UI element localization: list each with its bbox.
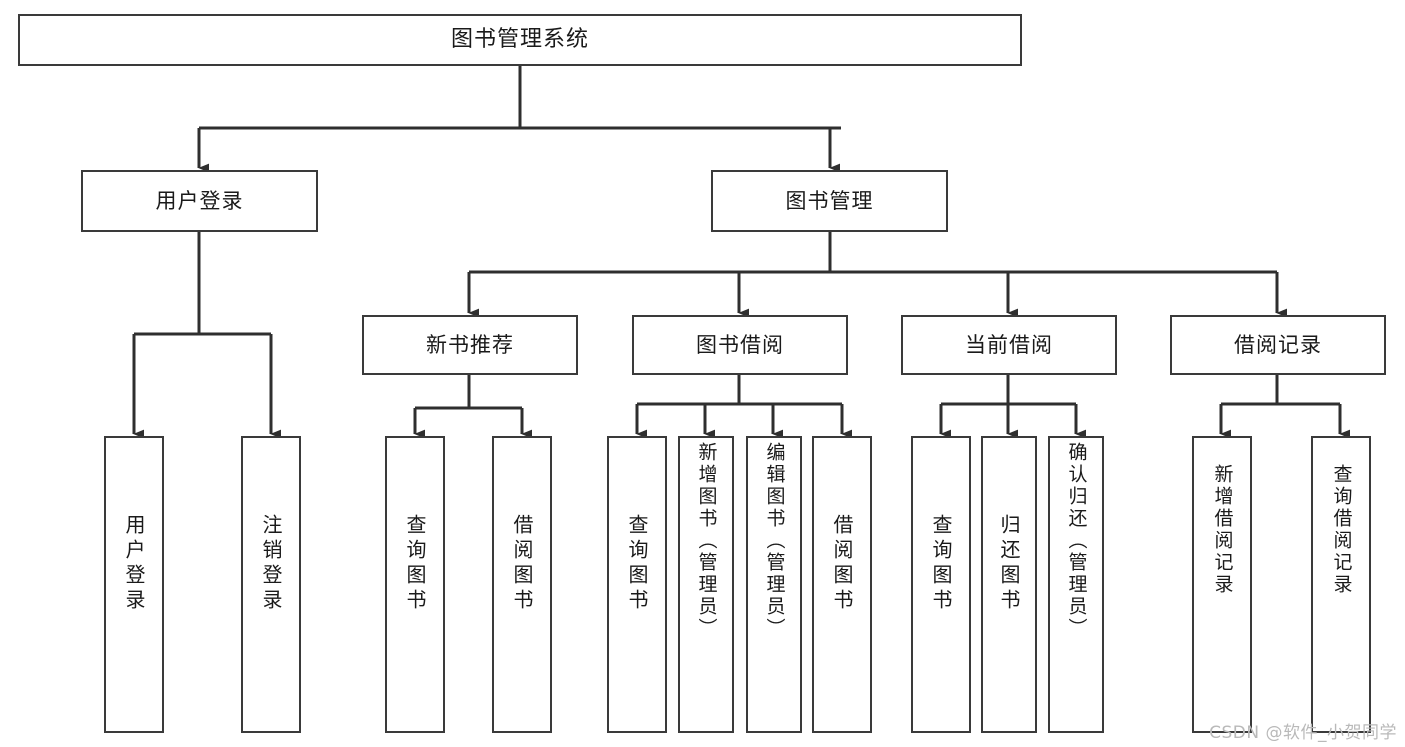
node-label: 编辑图书（管理员） — [763, 442, 786, 640]
node-label: 用户登录 — [122, 514, 146, 614]
node-label: 图书管理 — [785, 188, 874, 213]
node-user-login[interactable]: 用户登录 — [81, 170, 318, 232]
node-label: 归还图书 — [997, 514, 1021, 614]
node-label: 借阅图书 — [510, 514, 534, 614]
node-book-borrowing[interactable]: 图书借阅 — [632, 315, 848, 375]
leaf-query-book-new-book[interactable]: 查询图书 — [385, 436, 445, 733]
node-label: 查询借阅记录 — [1330, 464, 1353, 596]
node-new-book-recommendation[interactable]: 新书推荐 — [362, 315, 578, 375]
leaf-borrow-book-borrowing[interactable]: 借阅图书 — [812, 436, 872, 733]
node-root-book-management-system[interactable]: 图书管理系统 — [18, 14, 1022, 66]
node-label: 图书管理系统 — [450, 27, 589, 53]
node-label: 借阅图书 — [830, 514, 854, 614]
node-label: 确认归还（管理员） — [1065, 442, 1088, 640]
node-label: 查询图书 — [625, 514, 649, 614]
node-current-borrowing[interactable]: 当前借阅 — [901, 315, 1117, 375]
node-label: 用户登录 — [155, 188, 244, 213]
node-label: 查询图书 — [403, 514, 427, 614]
leaf-edit-book-admin[interactable]: 编辑图书（管理员） — [746, 436, 802, 733]
leaf-borrow-book-new-book[interactable]: 借阅图书 — [492, 436, 552, 733]
node-label: 当前借阅 — [965, 332, 1053, 357]
leaf-query-book-borrowing[interactable]: 查询图书 — [607, 436, 667, 733]
watermark-text: CSDN @软件_小贺同学 — [1209, 723, 1397, 743]
node-label: 新增图书（管理员） — [695, 442, 718, 640]
leaf-add-book-admin[interactable]: 新增图书（管理员） — [678, 436, 734, 733]
node-label: 查询图书 — [929, 514, 953, 614]
node-label: 新增借阅记录 — [1211, 464, 1234, 596]
node-label: 图书借阅 — [696, 332, 784, 357]
leaf-user-login[interactable]: 用户登录 — [104, 436, 164, 733]
node-label: 注销登录 — [259, 514, 283, 614]
leaf-logout[interactable]: 注销登录 — [241, 436, 301, 733]
leaf-add-borrowing-record[interactable]: 新增借阅记录 — [1192, 436, 1252, 733]
node-book-management[interactable]: 图书管理 — [711, 170, 948, 232]
leaf-confirm-return-admin[interactable]: 确认归还（管理员） — [1048, 436, 1104, 733]
leaf-return-book[interactable]: 归还图书 — [981, 436, 1037, 733]
leaf-query-borrowing-record[interactable]: 查询借阅记录 — [1311, 436, 1371, 733]
node-label: 借阅记录 — [1234, 332, 1322, 357]
leaf-query-book-current[interactable]: 查询图书 — [911, 436, 971, 733]
node-borrowing-record[interactable]: 借阅记录 — [1170, 315, 1386, 375]
node-label: 新书推荐 — [426, 332, 514, 357]
